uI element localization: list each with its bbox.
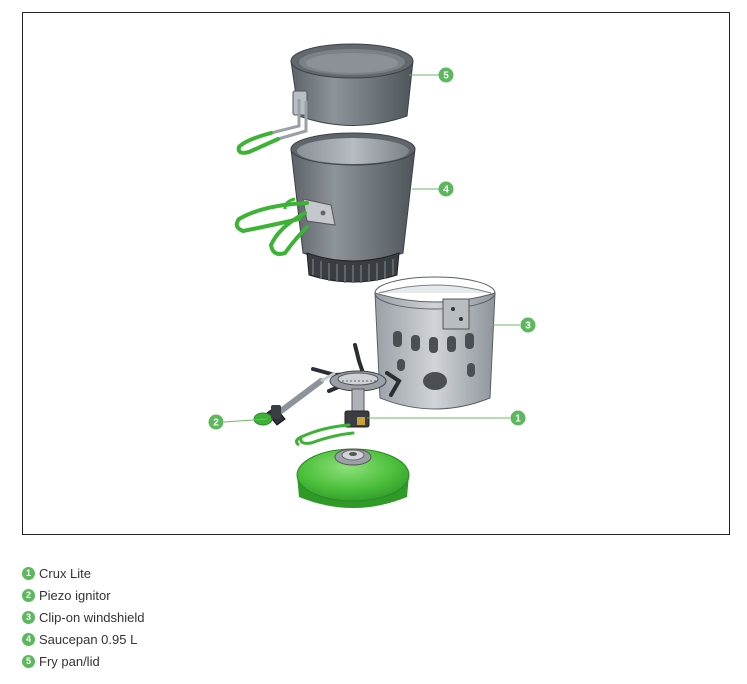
legend-label: Clip-on windshield <box>39 609 145 625</box>
legend-item-windshield: 3 Clip-on windshield <box>22 606 145 628</box>
fry-pan-lid <box>236 43 414 155</box>
leader-lines <box>223 74 520 423</box>
legend-number-badge: 3 <box>22 610 35 624</box>
diagram-frame: 5 4 3 2 1 <box>22 12 730 535</box>
legend-number-badge: 5 <box>22 654 35 668</box>
legend-label: Fry pan/lid <box>39 653 100 669</box>
legend-number-badge: 1 <box>22 566 35 580</box>
callout-4: 4 <box>438 181 454 197</box>
callout-2: 2 <box>208 414 224 430</box>
legend-item-piezo-ignitor: 2 Piezo ignitor <box>22 584 145 606</box>
exploded-view-diagram: 5 4 3 2 1 <box>208 43 536 508</box>
callout-number: 2 <box>213 418 219 429</box>
callout-number: 5 <box>443 71 449 82</box>
callout-number: 3 <box>525 321 531 332</box>
legend-item-fry-pan-lid: 5 Fry pan/lid <box>22 650 145 672</box>
legend-number-badge: 2 <box>22 588 35 602</box>
callout-3: 3 <box>520 317 536 333</box>
gas-canister <box>296 448 410 508</box>
callout-5: 5 <box>438 67 454 83</box>
callout-number: 1 <box>515 414 521 425</box>
legend-item-saucepan: 4 Saucepan 0.95 L <box>22 628 145 650</box>
legend-label: Piezo ignitor <box>39 587 111 603</box>
legend-number-badge: 4 <box>22 632 35 646</box>
callout-number: 4 <box>443 185 449 196</box>
parts-legend: 1 Crux Lite 2 Piezo ignitor 3 Clip-on wi… <box>22 562 145 672</box>
piezo-ignitor <box>253 371 336 426</box>
legend-label: Crux Lite <box>39 565 92 581</box>
windshield <box>374 276 496 410</box>
legend-label: Saucepan 0.95 L <box>39 631 138 647</box>
legend-item-crux-lite: 1 Crux Lite <box>22 562 145 584</box>
callout-1: 1 <box>510 410 526 426</box>
saucepan <box>234 132 416 283</box>
stove <box>294 343 402 447</box>
leader-line-2 <box>223 418 268 423</box>
